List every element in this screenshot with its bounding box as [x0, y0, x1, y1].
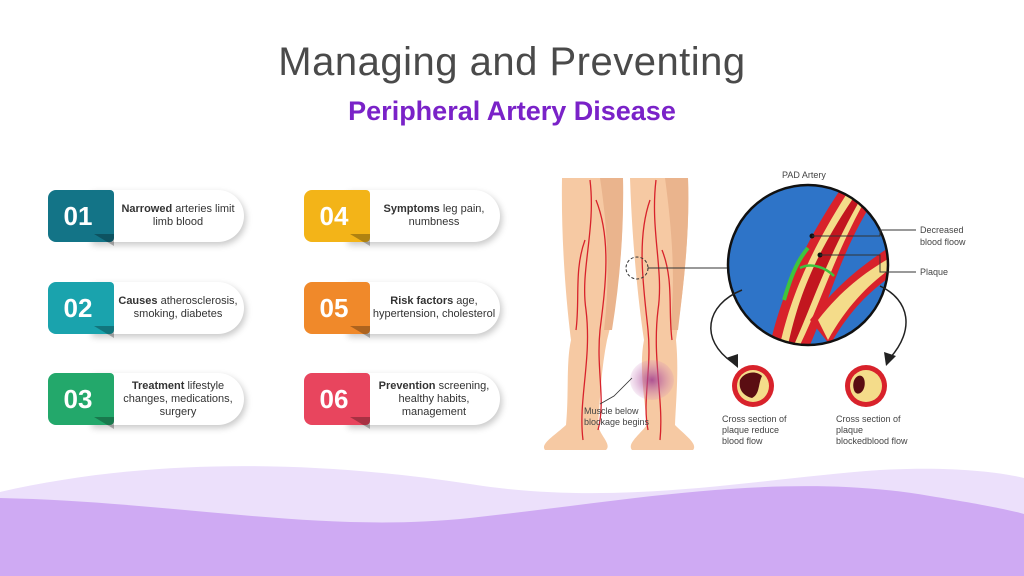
card-04: 04 Symptoms leg pain, numbness	[304, 190, 500, 246]
card-05: 05 Risk factors age, hypertension, chole…	[304, 282, 500, 338]
card-rest: screening, healthy habits, management	[398, 379, 490, 418]
svg-text:Cross section of: Cross section of	[836, 414, 901, 424]
card-number-tab	[48, 373, 114, 425]
card-fold	[94, 326, 114, 338]
svg-text:blood floow: blood floow	[920, 237, 966, 247]
card-rest: atherosclerosis, smoking, diabetes	[133, 295, 238, 320]
card-number: 02	[63, 293, 93, 323]
card-02: 02 Causes atherosclerosis, smoking, diab…	[48, 282, 244, 338]
card-pill	[346, 373, 500, 425]
card-pill	[346, 190, 500, 242]
thigh-shadow	[600, 178, 624, 330]
svg-text:plaque: plaque	[836, 425, 863, 435]
card-fold	[350, 326, 370, 338]
right-leg	[543, 178, 624, 450]
card-fold	[94, 234, 114, 246]
decreased-flow-callout: Decreased blood floow	[809, 225, 966, 247]
arrow-to-cross-section-2	[879, 285, 907, 359]
card-number: 03	[63, 384, 93, 414]
card-text: Risk factors age, hypertension, choleste…	[370, 282, 498, 334]
card-bold: Risk factors	[390, 295, 454, 307]
card-pill	[90, 190, 244, 242]
card-rest: age, hypertension, cholesterol	[372, 295, 496, 320]
arteries	[575, 179, 673, 441]
card-number: 04	[319, 201, 349, 231]
svg-text:Plaque: Plaque	[920, 267, 948, 277]
card-06: 06 Prevention screening, healthy habits,…	[304, 373, 500, 429]
card-bold: Symptoms	[383, 203, 440, 215]
svg-text:Decreased: Decreased	[920, 225, 964, 235]
blockage-bruise	[630, 360, 674, 400]
card-fold	[94, 417, 114, 429]
card-pill	[90, 282, 244, 334]
card-rest: arteries limit limb blood	[152, 203, 235, 228]
card-rest: lifestyle changes, medications, surgery	[123, 379, 233, 418]
arrow-head	[884, 352, 896, 366]
thigh-shadow	[665, 178, 689, 330]
card-rest: leg pain, numbness	[408, 203, 485, 228]
plaque-callout: Plaque	[817, 252, 948, 277]
pad-artery-label: PAD Artery	[782, 170, 826, 180]
cross-section-1-label: Cross section of plaque reduce blood flo…	[722, 414, 787, 446]
arrow-to-cross-section-1	[710, 289, 743, 363]
svg-text:blockedblood flow: blockedblood flow	[836, 436, 908, 446]
card-number-tab	[48, 190, 114, 242]
svg-text:plaque reduce: plaque reduce	[722, 425, 779, 435]
cross-section-2-label: Cross section of plaque blockedblood flo…	[836, 414, 908, 446]
card-bold: Causes	[118, 295, 158, 307]
card-text: Prevention screening, healthy habits, ma…	[370, 373, 498, 425]
cross-section-reduced	[732, 365, 774, 407]
card-number: 01	[63, 201, 93, 231]
card-03: 03 Treatment lifestyle changes, medicati…	[48, 373, 244, 429]
wave-dark	[0, 486, 1024, 576]
arrow-head	[726, 354, 738, 368]
card-number-tab	[304, 190, 370, 242]
bottom-waves	[0, 466, 1024, 576]
card-text: Causes atherosclerosis, smoking, diabete…	[114, 282, 242, 334]
card-bold: Treatment	[131, 379, 185, 392]
card-number-tab	[48, 282, 114, 334]
svg-text:Muscle below: Muscle below	[584, 406, 639, 416]
svg-text:Cross section of: Cross section of	[722, 414, 787, 424]
card-bold: Prevention	[378, 379, 436, 392]
page-title: Managing and Preventing	[278, 40, 746, 84]
card-pill	[346, 282, 500, 334]
card-fold	[350, 417, 370, 429]
card-number-tab	[304, 282, 370, 334]
card-pill	[90, 373, 244, 425]
card-text: Treatment lifestyle changes, medications…	[114, 373, 242, 425]
card-number: 06	[319, 384, 349, 414]
card-01: 01 Narrowed arteries limit limb blood	[48, 190, 244, 246]
svg-text:blood flow: blood flow	[722, 436, 763, 446]
cross-section-blocked	[845, 365, 887, 407]
page-subtitle: Peripheral Artery Disease	[348, 96, 676, 126]
svg-text:blockage begins: blockage begins	[584, 417, 650, 427]
muscle-label: Muscle below blockage begins	[584, 377, 650, 427]
card-bold: Narrowed	[121, 203, 173, 215]
card-text: Narrowed arteries limit limb blood	[114, 190, 242, 242]
card-number-tab	[304, 373, 370, 425]
card-number: 05	[319, 293, 349, 323]
card-text: Symptoms leg pain, numbness	[370, 190, 498, 242]
artery-zoom-lens	[726, 183, 890, 347]
card-fold	[350, 234, 370, 246]
